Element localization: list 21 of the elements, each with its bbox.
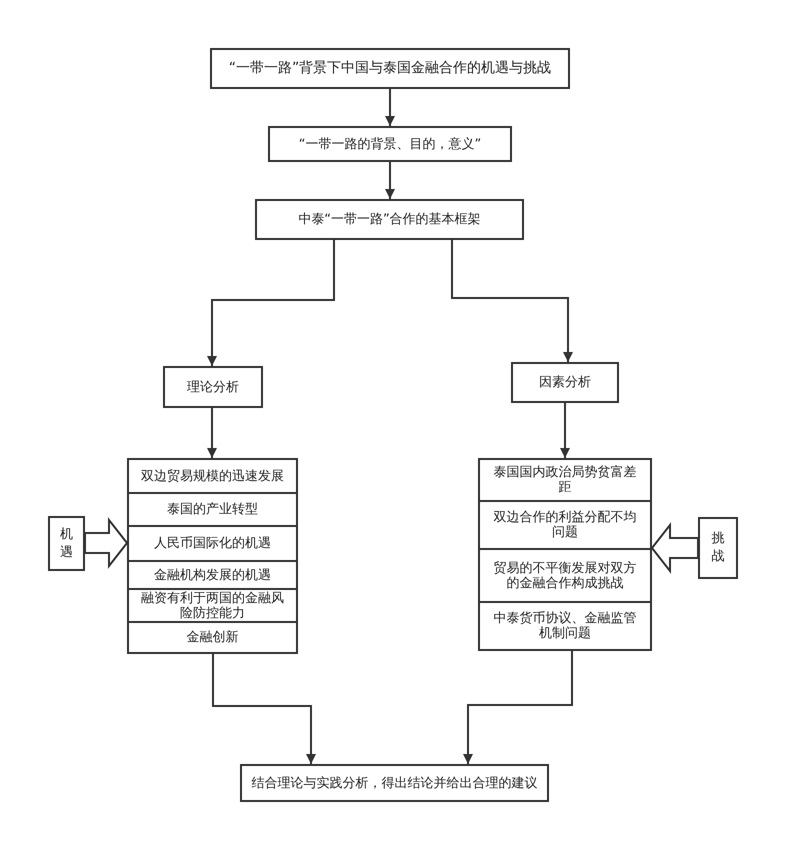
process-box: “一带一路”背景下中国与泰国金融合作的机遇与挑战 — [210, 48, 570, 89]
list-panel — [127, 458, 298, 654]
list-panel — [478, 458, 652, 651]
process-box: 中泰“一带一路”合作的基本框架 — [255, 199, 524, 240]
side-label-box: 挑战 — [698, 517, 738, 579]
block-arrow — [84, 517, 128, 569]
arrow — [385, 162, 395, 199]
process-box: 理论分析 — [163, 366, 263, 408]
block-arrow — [650, 522, 699, 574]
arrow — [451, 240, 573, 362]
process-box: 因素分析 — [511, 362, 619, 403]
arrow — [463, 651, 573, 764]
arrow — [212, 654, 316, 764]
list-item: 融资有利于两国的金融风险防控能力 — [129, 588, 296, 621]
process-box: 结合理论与实践分析，得出结论并给出合理的建议 — [240, 764, 549, 802]
arrow — [560, 403, 570, 458]
arrow — [207, 240, 335, 366]
arrow — [207, 408, 217, 458]
process-box: “一带一路的背景、目的，意义” — [268, 126, 512, 162]
arrow — [385, 89, 395, 126]
side-label-box: 机遇 — [48, 516, 85, 571]
